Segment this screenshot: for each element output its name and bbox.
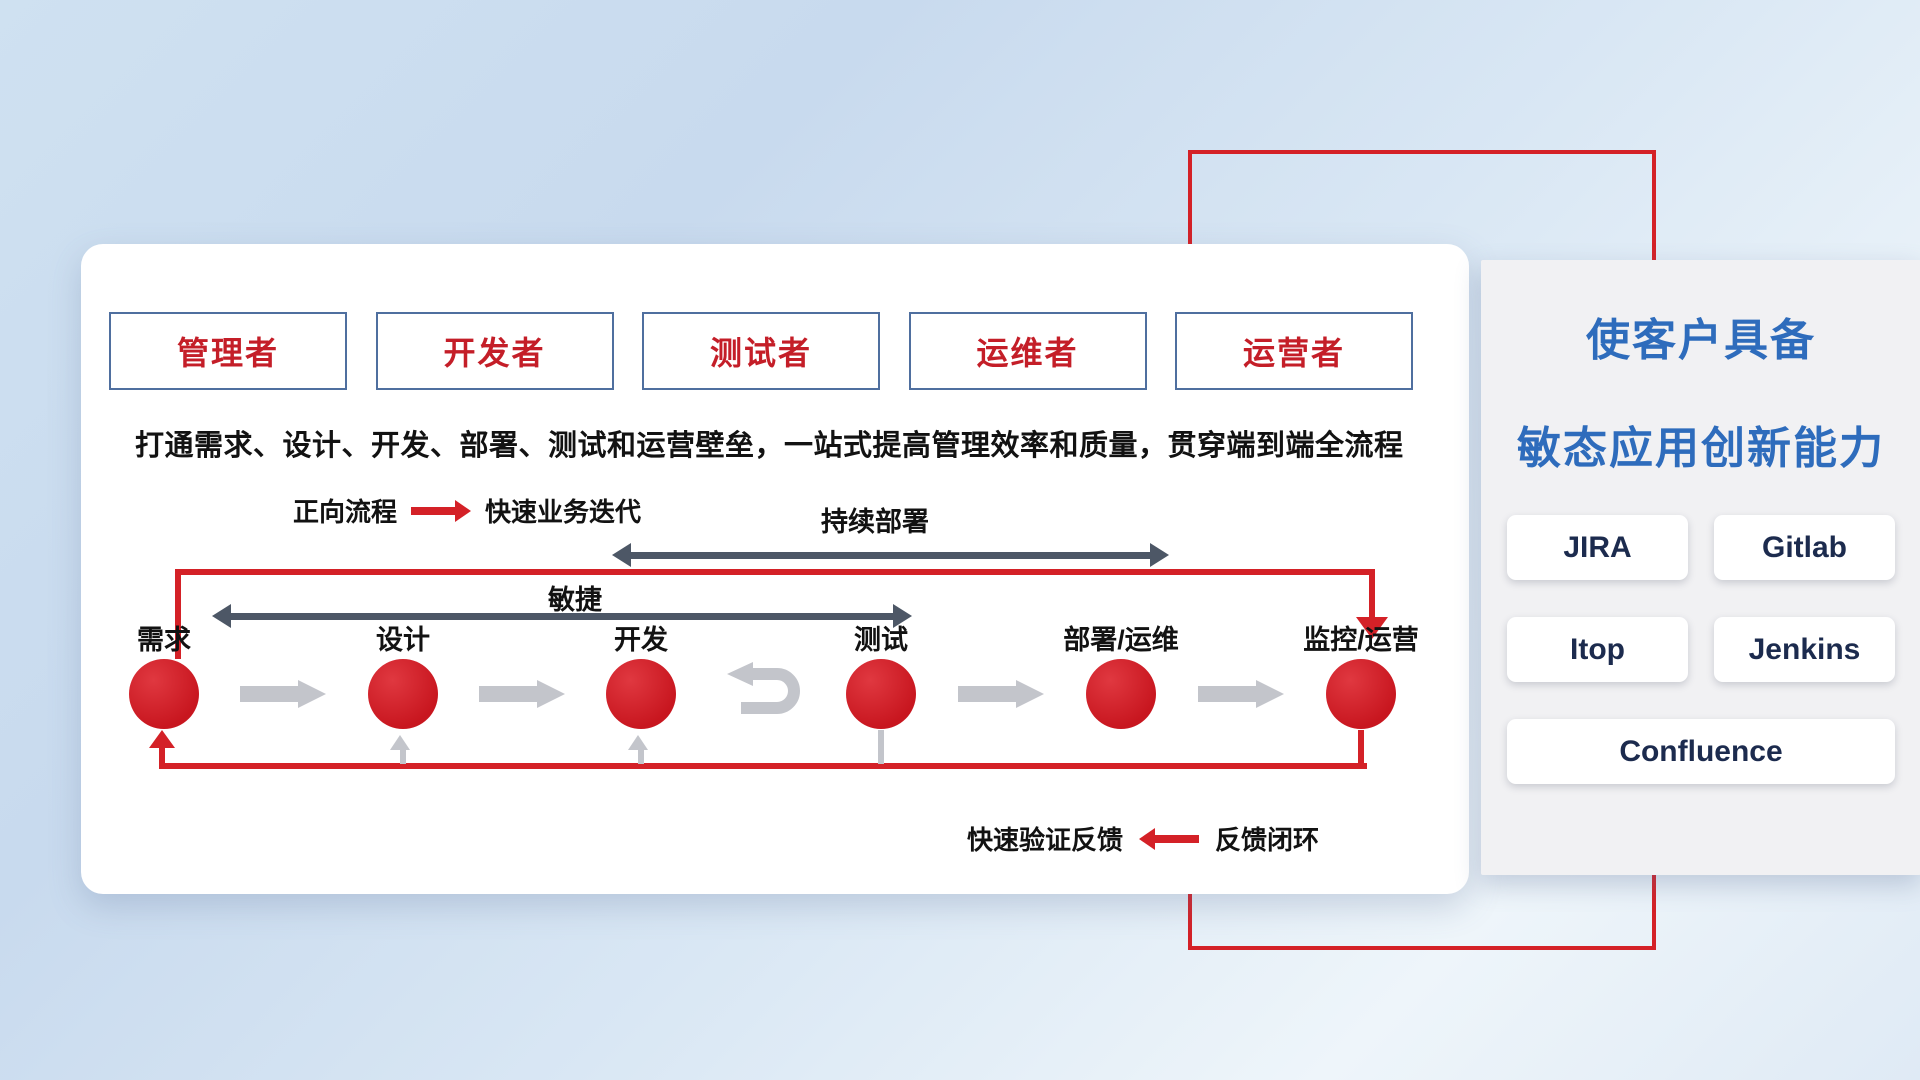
iteration-loop-icon [727,662,800,714]
flow-arrow-icon [1196,680,1286,708]
stage-circle [368,659,438,729]
pipeline-subtitle: 打通需求、设计、开发、部署、测试和运营壁垒，一站式提高管理效率和质量，贯穿端到端… [135,430,1404,462]
tool-gitlab: Gitlab [1714,515,1895,580]
feedback-up-arrow-design-icon [390,735,410,750]
legend-feedback-label: 快速验证反馈 [967,825,1124,855]
feedback-connector-design [400,749,406,764]
role-label: 开发者 [443,335,546,371]
tool-itop: Itop [1507,617,1688,682]
feedback-loop-left-line [159,748,165,764]
forward-loop-top-line [175,569,1375,575]
forward-arrow-icon [411,499,472,522]
flow-arrow-icon [238,680,328,708]
stage-node-monitor-ops: 监控/运营 [1286,624,1436,729]
role-label: 测试者 [709,335,812,371]
feedback-connector-develop [638,749,644,764]
stage-node-requirement: 需求 [89,624,239,729]
forward-loop-down-arrow-icon [1356,617,1388,639]
feedback-loop-up-arrow-icon [149,730,175,748]
stage-label: 测试 [854,625,908,655]
role-box-ops: 运维者 [908,312,1147,390]
feedback-arrow-icon [1139,827,1200,850]
feedback-loop-right-line [1358,730,1364,766]
stage-circle [846,659,916,729]
stage-circle [129,659,199,729]
feedback-up-arrow-develop-icon [628,735,648,750]
role-label: 管理者 [176,335,279,371]
role-box-operator: 运营者 [1175,312,1413,390]
feedback-connector-test [878,730,884,764]
legend-forward: 正向流程 快速业务迭代 [293,492,641,529]
legend-forward-desc: 快速业务迭代 [485,497,642,527]
legend-forward-label: 正向流程 [293,497,398,527]
legend-feedback: 快速验证反馈 反馈闭环 [967,820,1319,857]
role-boxes-row: 管理者 开发者 测试者 运维者 运营者 [109,312,1413,390]
feedback-loop-bottom-line [159,763,1367,769]
agile-arrow-icon [212,604,912,628]
role-label: 运营者 [1242,335,1345,371]
legend-feedback-desc: 反馈闭环 [1215,825,1320,855]
continuous-deploy-arrow-icon [612,543,1169,567]
forward-loop-left-line [175,569,181,659]
tool-jira: JIRA [1507,515,1688,580]
stage-circle [1326,659,1396,729]
stage-node-deploy-ops: 部署/运维 [1046,624,1196,729]
tool-confluence: Confluence [1507,719,1895,784]
stage-label: 开发 [614,625,668,655]
agile-label: 敏捷 [548,585,602,615]
tools-grid: JIRA Gitlab Itop Jenkins Confluence [1507,515,1895,784]
stage-label: 监控/运营 [1303,625,1419,655]
tool-jenkins: Jenkins [1714,617,1895,682]
continuous-deploy-label: 持续部署 [821,507,929,537]
role-label: 运维者 [976,335,1079,371]
stage-label: 部署/运维 [1063,625,1179,655]
role-box-developer: 开发者 [375,312,614,390]
devops-pipeline-card: 管理者 开发者 测试者 运维者 运营者 打通需求、设计、开发、部署、测试和运营壁… [81,244,1469,894]
role-box-manager: 管理者 [109,312,347,390]
stage-node-design: 设计 [328,624,478,729]
stage-label: 需求 [137,625,191,655]
panel-title-line1: 使客户具备 [1586,316,1816,365]
stage-node-develop: 开发 [566,624,716,729]
stage-label: 设计 [376,625,430,655]
role-box-tester: 测试者 [642,312,880,390]
panel-title-line2: 敏态应用创新能力 [1517,424,1885,473]
flow-arrow-icon [477,680,567,708]
stage-circle [606,659,676,729]
stage-circle [1086,659,1156,729]
forward-loop-right-line [1369,569,1375,619]
stage-node-test: 测试 [806,624,956,729]
flow-arrow-icon [956,680,1046,708]
capability-panel: 使客户具备 敏态应用创新能力 JIRA Gitlab Itop Jenkins … [1481,260,1920,875]
